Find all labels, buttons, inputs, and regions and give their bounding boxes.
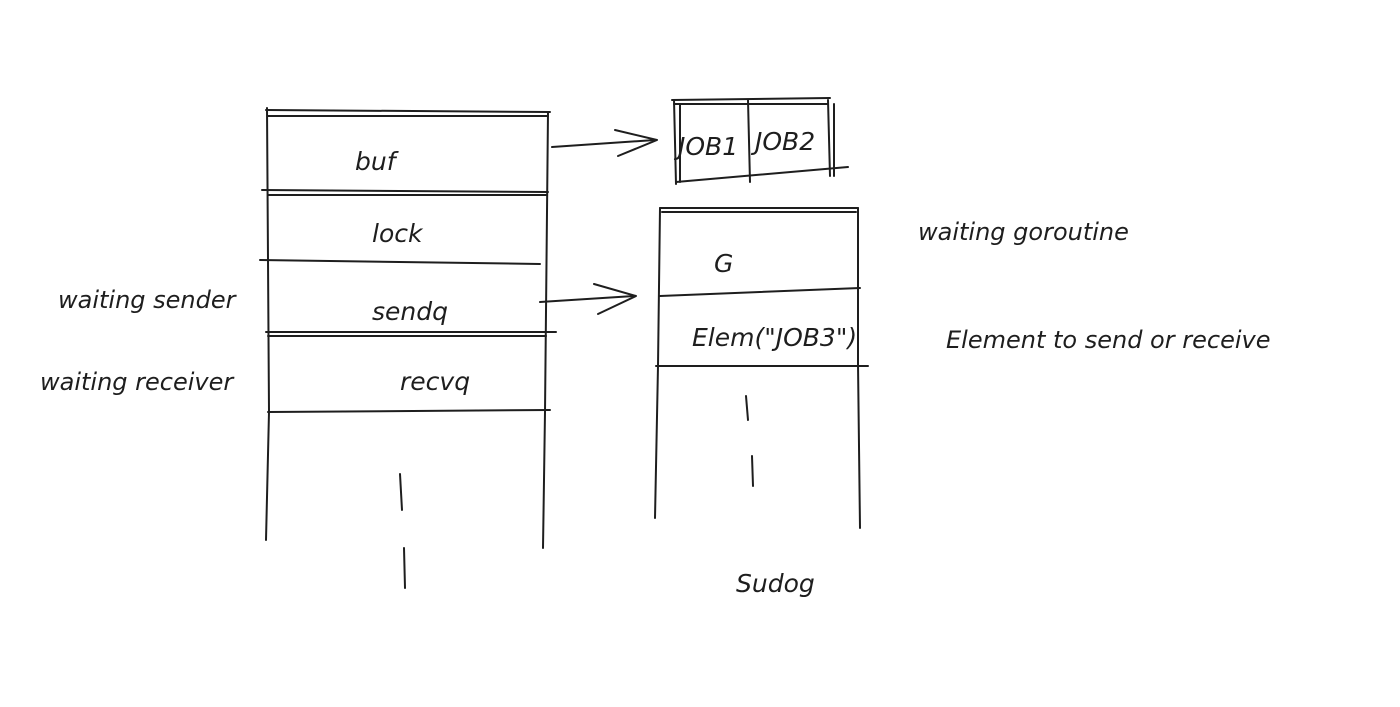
field-recvq: recvq [400, 367, 470, 396]
sudog-field-elem: Elem("JOB3") [692, 323, 857, 352]
sudog-right-border [857, 207, 861, 529]
hchan-left-border [265, 107, 270, 541]
buffer-top-border [671, 97, 831, 101]
hchan-divider-1 [261, 189, 549, 193]
hchan-top-border [265, 109, 551, 113]
buffer-bottom-border [675, 166, 849, 183]
hchan-divider-4 [267, 409, 551, 413]
field-sendq: sendq [372, 297, 448, 326]
annotation-element-desc: Element to send or receive [946, 326, 1270, 354]
sudog-struct: G Elem("JOB3") [654, 207, 869, 529]
buffer-mid-divider [747, 99, 751, 183]
arrow-sendq-to-sudog [539, 283, 637, 315]
sudog-left-border [654, 207, 661, 519]
hchan-right-border [542, 111, 549, 549]
annotation-waiting-receiver: waiting receiver [40, 368, 235, 396]
arrow-buf-to-buffer [551, 129, 658, 157]
annotation-waiting-sender: waiting sender [58, 286, 238, 314]
sudog-continuation-dash-2 [751, 455, 754, 487]
field-lock: lock [372, 219, 424, 248]
hchan-continuation-dash-1 [399, 473, 403, 511]
sudog-continuation-dash-1 [745, 395, 749, 421]
buffer-left-border [673, 99, 677, 185]
sudog-title: Sudog [736, 569, 815, 598]
buffer-item-job1: JOB1 [673, 132, 738, 161]
buffer-item-job2: JOB2 [750, 127, 815, 156]
hchan-divider-2 [259, 259, 541, 265]
sudog-divider-1 [659, 287, 861, 297]
buffer-right-border [827, 99, 831, 177]
buffer-array: JOB1 JOB2 [671, 97, 849, 185]
annotation-waiting-goroutine: waiting goroutine [918, 218, 1129, 246]
field-buf: buf [355, 147, 399, 176]
hchan-struct: buf lock sendq recvq [259, 107, 557, 589]
sudog-field-g: G [714, 249, 733, 278]
hchan-continuation-dash-2 [403, 547, 406, 589]
